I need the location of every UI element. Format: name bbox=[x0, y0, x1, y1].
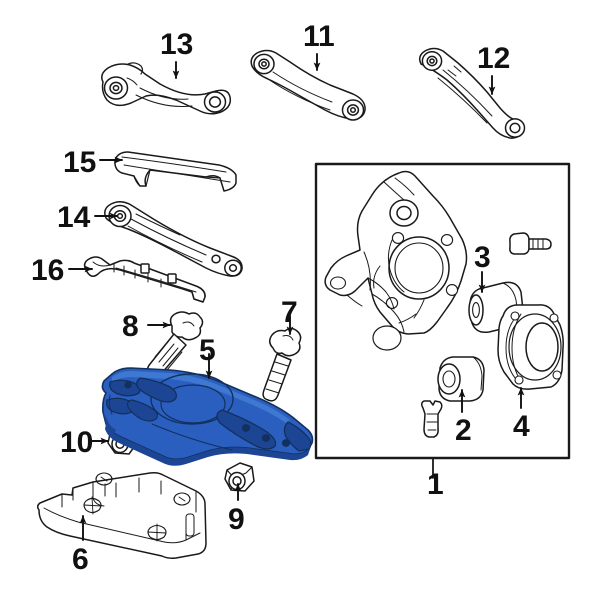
callout-label-2[interactable]: 2 bbox=[455, 414, 472, 447]
callout-label-7[interactable]: 7 bbox=[281, 296, 298, 329]
part-15-rear-suspension-link-bracket bbox=[114, 151, 237, 192]
callout-label-16[interactable]: 16 bbox=[31, 254, 65, 287]
part-5-rear-lower-control-arm-highlighted bbox=[101, 367, 314, 466]
part-4-rear-wheel-hub-bearing bbox=[497, 304, 564, 390]
part-14-rear-lateral-link-arm bbox=[104, 201, 243, 277]
callout-label-13[interactable]: 13 bbox=[160, 28, 194, 61]
callout-label-3[interactable]: 3 bbox=[474, 241, 491, 274]
part-8-flange-bolt-upper bbox=[146, 311, 204, 378]
part-2-knuckle-bushing-lower bbox=[437, 356, 485, 402]
callout-label-11[interactable]: 11 bbox=[303, 20, 335, 53]
part-1-rear-knuckle bbox=[324, 170, 468, 351]
callout-label-9[interactable]: 9 bbox=[228, 503, 245, 536]
part-hub-bolt bbox=[509, 232, 552, 255]
part-dust-clip bbox=[420, 400, 443, 438]
callout-label-14[interactable]: 14 bbox=[57, 201, 91, 234]
callout-label-4[interactable]: 4 bbox=[513, 410, 530, 443]
callout-label-15[interactable]: 15 bbox=[63, 146, 97, 179]
part-6-rear-spring-seat-shield bbox=[36, 472, 207, 559]
callout-label-10[interactable]: 10 bbox=[60, 426, 94, 459]
part-13-rear-upper-control-arm-left bbox=[101, 62, 232, 115]
part-7-flange-bolt-right bbox=[262, 327, 302, 402]
callout-leaders bbox=[68, 53, 525, 541]
callout-label-6[interactable]: 6 bbox=[72, 543, 89, 576]
part-9-hex-flange-nut-right bbox=[224, 462, 255, 492]
part-12-rear-toe-link-arm bbox=[418, 47, 526, 139]
callout-label-12[interactable]: 12 bbox=[477, 42, 511, 75]
callout-label-1[interactable]: 1 bbox=[427, 468, 444, 501]
callout-label-8[interactable]: 8 bbox=[122, 310, 139, 343]
callout-label-5[interactable]: 5 bbox=[199, 334, 216, 367]
part-16-rear-suspension-cover-shield bbox=[83, 256, 206, 303]
part-11-rear-upper-control-arm-rear bbox=[250, 49, 366, 121]
